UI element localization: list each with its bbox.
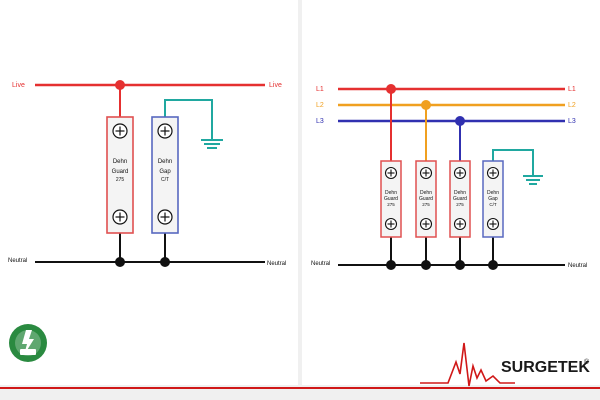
module-name-line3: 275 [456, 202, 464, 207]
module-name-line1: Dehn [158, 159, 172, 165]
terminal-screw-icon [486, 217, 500, 231]
phase-l1-label-left: L1 [316, 86, 324, 93]
module-name-line2: Guard [453, 196, 467, 202]
terminal-screw-icon [157, 123, 173, 139]
neutral-junction [488, 260, 498, 270]
module-name-line1: Dehn [113, 159, 127, 165]
module-name-line3: 275 [116, 177, 125, 183]
module-name-line3: 275 [387, 202, 395, 207]
module-name-line2: Guard [419, 196, 433, 202]
module-name-line2: Gap [159, 169, 171, 175]
module-name-line1: Dehn [487, 190, 499, 196]
phase-l2-label-right: L2 [568, 102, 576, 109]
ground-icon [201, 139, 223, 149]
module-body [380, 160, 402, 238]
neutral-junction [386, 260, 396, 270]
terminal-screw-icon [112, 209, 128, 225]
neutral-label-right: Neutral [267, 261, 286, 267]
surge-wave-icon [420, 342, 515, 387]
neutral-junction-guard [115, 257, 125, 267]
terminal-screw-icon [384, 217, 398, 231]
module-body [449, 160, 471, 238]
dehn-gap-module: Dehn Gap C/T [482, 160, 504, 238]
dehn-gap-module: Dehn Gap C/T [151, 116, 179, 234]
dehn-guard-module: Dehn Guard 275 [380, 160, 402, 238]
dehn-guard-module: Dehn Guard 275 [415, 160, 437, 238]
module-body [482, 160, 504, 238]
neutral-junction [455, 260, 465, 270]
live-junction [115, 80, 125, 90]
ground-icon [523, 175, 543, 185]
neutral-junction-gap [160, 257, 170, 267]
l1-junction [386, 84, 396, 94]
terminal-screw-icon [453, 217, 467, 231]
brand-registered-mark: ® [584, 358, 590, 366]
terminal-screw-icon [419, 217, 433, 231]
module-name-line2: Gap [488, 196, 498, 202]
phase-l3-label-left: L3 [316, 118, 324, 125]
neutral-label-right: Neutral [568, 263, 587, 269]
surgetek-logo: SURGETEK ® [420, 342, 590, 387]
terminal-screw-icon [157, 209, 173, 225]
phase-l3-label-right: L3 [568, 118, 576, 125]
gap-earth-wire [164, 99, 213, 140]
gap-earth-wire [492, 149, 534, 176]
dehn-guard-module: Dehn Guard 275 [106, 116, 134, 234]
module-name-line2: Guard [112, 169, 129, 175]
lightning-plug-logo-icon [9, 324, 47, 362]
module-name-line1: Dehn [420, 190, 432, 196]
left-panel [0, 0, 298, 385]
module-name-line3: 275 [422, 202, 430, 207]
module-name-line1: Dehn [454, 190, 466, 196]
live-label-left: Live [12, 82, 25, 89]
module-name-line3: C/T [489, 202, 497, 207]
dehn-guard-module: Dehn Guard 275 [449, 160, 471, 238]
neutral-junction [421, 260, 431, 270]
neutral-label-left: Neutral [311, 261, 330, 267]
brand-name: SURGETEK [501, 359, 590, 376]
live-label-right: Live [269, 82, 282, 89]
phase-l2-label-left: L2 [316, 102, 324, 109]
terminal-screw-icon [486, 166, 500, 180]
terminal-screw-icon [384, 166, 398, 180]
three-phase-diagram: L1 L2 L3 L1 L2 L3 Neutral Neutral [311, 84, 587, 270]
l3-junction [455, 116, 465, 126]
l2-junction [421, 100, 431, 110]
terminal-screw-icon [112, 123, 128, 139]
phase-l1-label-right: L1 [568, 86, 576, 93]
neutral-label-left: Neutral [8, 258, 27, 264]
module-name-line3: C/T [161, 177, 169, 183]
module-body [415, 160, 437, 238]
module-name-line2: Guard [384, 196, 398, 202]
terminal-screw-icon [419, 166, 433, 180]
single-phase-diagram: Live Live Neutral Neutral Dehn Guard 275 [8, 80, 286, 267]
terminal-screw-icon [453, 166, 467, 180]
module-name-line1: Dehn [385, 190, 397, 196]
